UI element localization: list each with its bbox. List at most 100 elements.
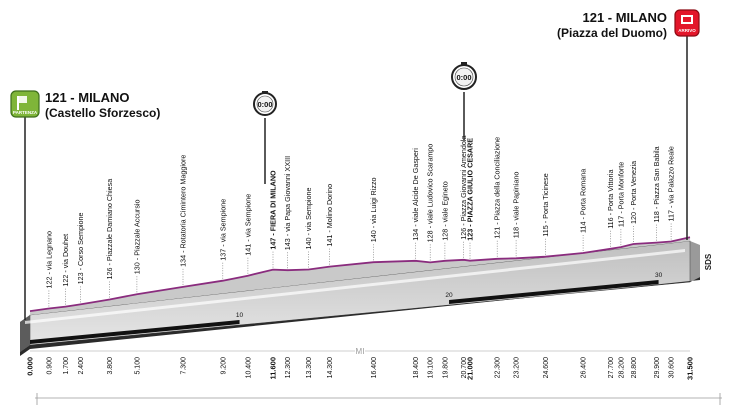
point-alt: 115 <box>541 225 550 236</box>
point-name: Porta Venezia <box>629 161 638 206</box>
profile-base <box>20 240 700 356</box>
finish-marker: ARRIVO 121 - MILANO (Piazza del Duomo) <box>557 9 700 240</box>
point-separator: - <box>369 224 378 230</box>
point-separator: - <box>76 266 85 272</box>
profile-line <box>29 236 691 312</box>
point-label: 118 - Piazza San Babila <box>652 146 661 222</box>
point-label: 114 - Porta Romana <box>579 169 588 233</box>
time-check-2: 0:00 <box>451 62 477 140</box>
km-label: 30.600 <box>669 357 676 379</box>
point-separator: - <box>440 222 449 228</box>
point-separator: - <box>579 215 588 221</box>
km-label: 18.400 <box>413 357 420 379</box>
point-alt: 118 <box>652 211 661 222</box>
point-alt: 126 <box>105 268 114 280</box>
point-separator: - <box>493 220 502 226</box>
point-separator: - <box>105 261 114 267</box>
point-label: 141 - Molino Dorino <box>325 184 334 247</box>
point-alt: 126 <box>459 228 468 240</box>
point-label: 123 - PIAZZA GIULIO CESARE <box>466 138 475 241</box>
point-name: Piazza Giovanni Amendola <box>459 136 468 222</box>
km-label: 13.300 <box>306 357 313 379</box>
point-name: via Luigi Rizzo <box>369 177 378 223</box>
point-separator: - <box>269 231 278 237</box>
km-label: 0.900 <box>46 357 53 375</box>
point-name: Porta Romana <box>579 169 588 215</box>
bottom-axis <box>35 393 722 405</box>
point-alt: 143 <box>283 238 292 250</box>
point-label: 123 - Corso Sempione <box>76 212 85 284</box>
point-alt: 118 <box>512 227 521 238</box>
point-alt: 128 <box>440 229 449 241</box>
point-name: Piazzale Accursio <box>132 199 141 255</box>
point-name: viale Egineto <box>440 181 449 222</box>
point-label: 141 - via Sempione <box>243 194 252 256</box>
point-label: 134 - Rotatoria Cimintero Maggiore <box>179 155 188 267</box>
profile-area <box>30 237 690 315</box>
stripe-0-10 <box>30 320 240 344</box>
km-label: 27.700 <box>608 357 615 379</box>
point-label: 140 - via Luigi Rizzo <box>369 177 378 242</box>
km-marker-20: 20 <box>445 292 453 299</box>
point-label: 126 - Piazzale Damiano Chiesa <box>105 179 114 280</box>
km-marker-10: 10 <box>236 312 244 319</box>
point-separator: - <box>218 242 227 248</box>
finish-flag-icon: ARRIVO <box>674 9 700 37</box>
km-label: 12.300 <box>285 357 292 379</box>
km-label: 11.600 <box>269 357 278 380</box>
point-separator: - <box>652 205 661 211</box>
time-check-2-label: 0:00 <box>456 73 471 82</box>
point-separator: - <box>304 231 313 237</box>
stopwatch-icon <box>451 62 477 90</box>
km-label: 24.600 <box>543 357 550 379</box>
point-alt: 122 <box>44 277 53 289</box>
point-alt: 114 <box>579 222 588 233</box>
km-label: 20.700 <box>461 357 468 379</box>
km-label: 28.200 <box>618 357 625 379</box>
start-marker: PARTENZA 121 - MILANO (Castello Sforzesc… <box>10 90 160 320</box>
finish-label: 121 - MILANO <box>582 10 667 25</box>
point-label: 140 - via Sempione <box>304 188 313 250</box>
point-separator: - <box>426 224 435 230</box>
point-name: PIAZZA GIULIO CESARE <box>466 138 475 223</box>
point-separator: - <box>411 222 420 228</box>
point-alt: 134 <box>411 229 420 241</box>
point-label: 130 - Piazzale Accursio <box>132 199 141 274</box>
section-label-group: MI <box>30 347 690 356</box>
point-label: 134 - viale Alcide De Gasperi <box>411 148 420 241</box>
km-label: 28.800 <box>631 357 638 379</box>
point-label: 117 - Porta Monforte <box>616 162 625 227</box>
km-label: 1.700 <box>63 357 70 375</box>
point-separator: - <box>541 219 550 225</box>
point-name: via Palazzo Reale <box>667 146 676 204</box>
km-labels: 10 20 30 <box>236 272 663 319</box>
km-marker-30: 30 <box>655 272 663 279</box>
point-alt: 140 <box>304 238 313 250</box>
km-label: 26.400 <box>581 357 588 379</box>
point-alt: 141 <box>243 244 252 256</box>
start-sublabel: (Castello Sforzesco) <box>45 106 160 120</box>
km-label: 16.400 <box>371 357 378 379</box>
km-label: 2.400 <box>78 357 85 375</box>
stopwatch-icon <box>253 91 277 116</box>
point-label: 121 - Piazza della Conciliazione <box>493 137 502 239</box>
point-name: viale Papiniano <box>512 172 521 221</box>
point-name: Rotatoria Cimintero Maggiore <box>179 155 188 249</box>
point-alt: 116 <box>606 217 615 228</box>
km-label: 22.300 <box>495 357 502 379</box>
point-label: 128 - viale Egineto <box>440 181 449 241</box>
time-check-1: 0:00 <box>253 91 277 184</box>
point-alt: 140 <box>369 230 378 242</box>
stripe-20-30 <box>449 280 659 304</box>
point-separator: - <box>667 204 676 210</box>
point-alt: 147 <box>269 238 278 250</box>
point-label: 116 - Porta Vittoria <box>606 170 615 229</box>
point-name: via Douhet <box>61 234 70 268</box>
point-separator: - <box>606 211 615 217</box>
km-label: 7.300 <box>181 357 188 375</box>
point-separator: - <box>629 206 638 212</box>
point-separator: - <box>466 222 475 228</box>
point-name: Piazza della Conciliazione <box>493 137 502 221</box>
point-name: viale Alcide De Gasperi <box>411 148 420 223</box>
